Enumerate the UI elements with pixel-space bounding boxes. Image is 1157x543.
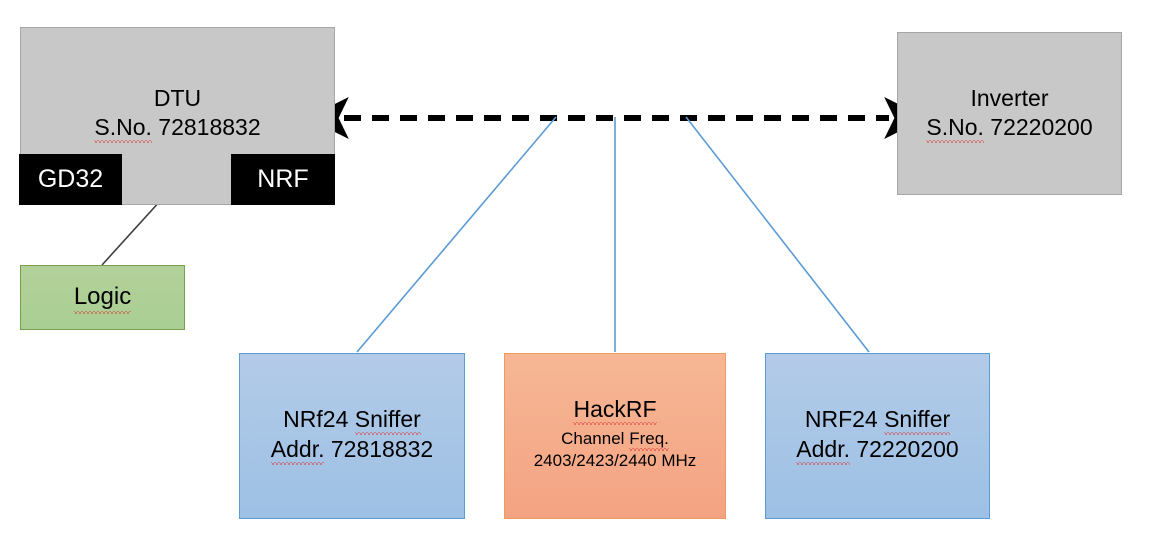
connector-tap-sniffer-left (356, 116, 557, 353)
connector-tap-sniffer-right (685, 116, 870, 353)
inverter-serial-value: 72220200 (990, 114, 1093, 141)
inverter-serial-label: S.No. (926, 114, 984, 144)
sniffer-right-title-model: NRF24 (804, 406, 878, 432)
logic-label: Logic (73, 283, 132, 314)
sniffer-right-addr-label: Addr. (796, 436, 850, 466)
dtu-title: DTU (153, 85, 202, 111)
node-nrf[interactable]: NRF (231, 154, 335, 205)
node-hackrf[interactable]: HackRF Channel Freq. 2403/2423/2440 MHz (504, 353, 726, 519)
inverter-title: Inverter (970, 85, 1049, 111)
hackrf-freq-word: Freq. (629, 429, 669, 452)
sniffer-right-title-role: Sniffer (884, 406, 951, 436)
sniffer-left-title-role: Sniffer (354, 406, 421, 436)
sniffer-right-title: NRF24 Sniffer (804, 406, 951, 436)
node-inverter[interactable]: Inverter S.No. 72220200 (897, 32, 1122, 195)
sniffer-left-addr-label: Addr. (270, 436, 325, 466)
hackrf-title: HackRF (573, 396, 657, 426)
hackrf-channel-word: Channel (561, 429, 625, 449)
gd32-label: GD32 (37, 164, 104, 193)
hackrf-frequencies: 2403/2423/2440 MHz (533, 451, 697, 471)
sniffer-right-addr-value: 72220200 (856, 436, 959, 463)
sniffer-left-addr: Addr. 72818832 (270, 436, 434, 466)
inverter-serial: S.No. 72220200 (926, 114, 1093, 144)
dtu-serial-label: S.No. (94, 114, 152, 144)
dtu-serial: S.No. 72818832 (94, 114, 261, 144)
node-logic[interactable]: Logic (20, 265, 185, 330)
nrf-label: NRF (257, 164, 309, 193)
node-sniffer-left[interactable]: NRf24 Sniffer Addr. 72818832 (239, 353, 465, 519)
sniffer-left-title: NRf24 Sniffer (283, 406, 421, 436)
node-gd32[interactable]: GD32 (19, 154, 122, 205)
dtu-serial-value: 72818832 (158, 114, 261, 141)
sniffer-right-addr: Addr. 72220200 (796, 436, 959, 466)
sniffer-left-title-model: NRf24 (283, 406, 349, 432)
sniffer-left-addr-value: 72818832 (330, 436, 434, 463)
hackrf-channel-label: Channel Freq. (561, 429, 669, 452)
node-sniffer-right[interactable]: NRF24 Sniffer Addr. 72220200 (765, 353, 990, 519)
